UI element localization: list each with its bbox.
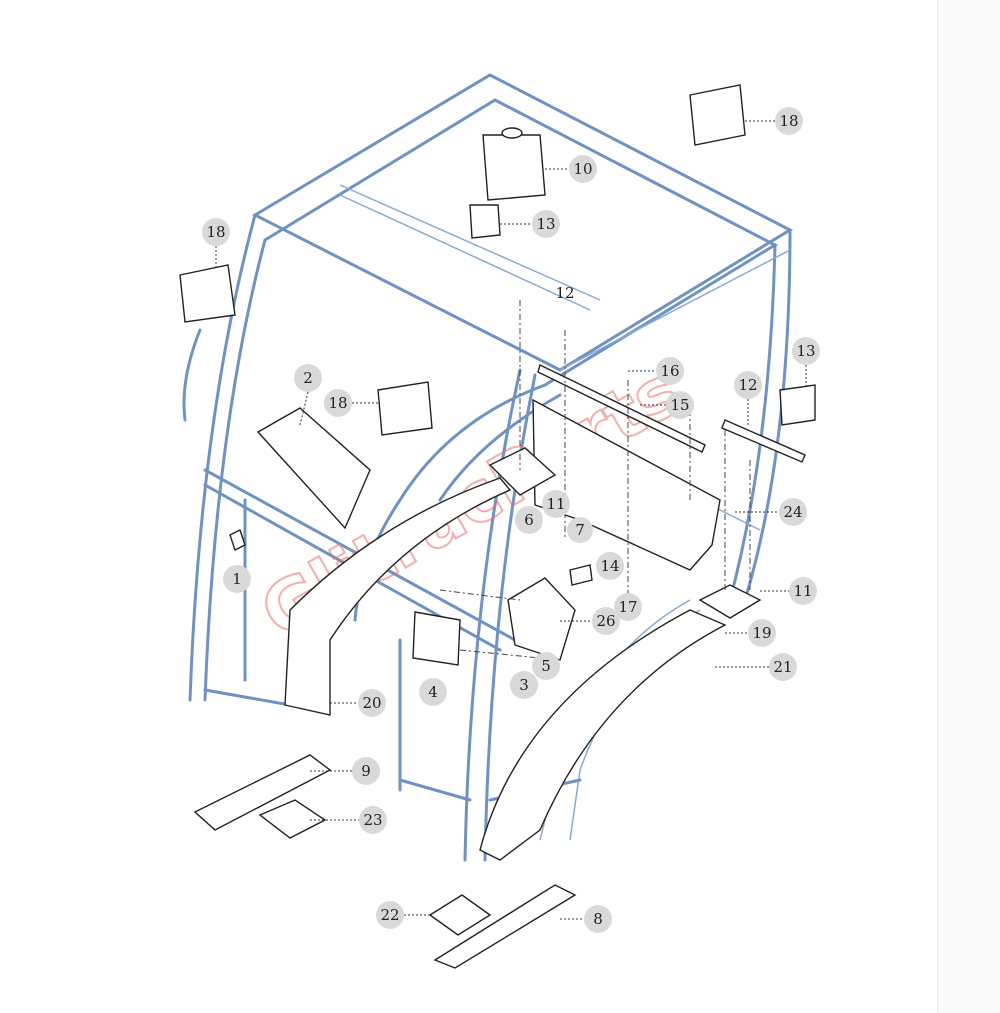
svg-text:11: 11 bbox=[793, 582, 812, 600]
plate-11-right bbox=[698, 584, 762, 619]
svg-text:15: 15 bbox=[670, 396, 689, 414]
svg-text:24: 24 bbox=[783, 503, 802, 521]
leader-lines bbox=[215, 120, 807, 920]
svg-text:2: 2 bbox=[303, 369, 313, 387]
callout-18: 18 bbox=[324, 389, 352, 417]
callout-3: 3 bbox=[510, 671, 538, 699]
sunvisor-2 bbox=[256, 407, 371, 530]
svg-text:20: 20 bbox=[362, 694, 381, 712]
callout-13: 13 bbox=[532, 210, 560, 238]
work-light-13-right bbox=[779, 384, 816, 426]
box-3 bbox=[507, 577, 576, 661]
fender-20 bbox=[284, 477, 512, 716]
mat-22 bbox=[428, 894, 492, 936]
callout-11: 11 bbox=[789, 577, 817, 605]
svg-text:17: 17 bbox=[618, 598, 637, 616]
svg-text:12: 12 bbox=[555, 284, 574, 302]
plate-11 bbox=[488, 447, 557, 496]
svg-text:19: 19 bbox=[752, 624, 771, 642]
callout-7: 7 bbox=[567, 517, 593, 543]
svg-text:6: 6 bbox=[524, 511, 534, 529]
work-light-18-top-right bbox=[689, 84, 746, 146]
panel-14 bbox=[532, 398, 721, 571]
clip-1 bbox=[229, 529, 246, 551]
svg-text:23: 23 bbox=[363, 811, 382, 829]
svg-text:18: 18 bbox=[206, 223, 225, 241]
mat-23 bbox=[258, 799, 327, 839]
svg-text:13: 13 bbox=[796, 342, 815, 360]
callout-18: 18 bbox=[775, 107, 803, 135]
svg-text:16: 16 bbox=[660, 362, 679, 380]
callout-26: 26 bbox=[592, 607, 620, 635]
svg-text:3: 3 bbox=[519, 676, 529, 694]
cover-4 bbox=[412, 611, 461, 666]
washer-tank-10 bbox=[482, 134, 546, 201]
callout-10: 10 bbox=[569, 155, 597, 183]
svg-text:8: 8 bbox=[593, 910, 603, 928]
callout-4: 4 bbox=[419, 678, 447, 706]
callout-12: 12 bbox=[555, 284, 574, 302]
work-light-18-left bbox=[179, 264, 236, 323]
parts bbox=[179, 84, 816, 969]
callout-17: 17 bbox=[614, 593, 642, 621]
svg-text:4: 4 bbox=[428, 683, 438, 701]
callout-12: 12 bbox=[734, 371, 762, 399]
callout-15: 15 bbox=[666, 391, 694, 419]
svg-text:14: 14 bbox=[600, 557, 619, 575]
page-margin bbox=[937, 0, 1000, 1013]
callout-1: 1 bbox=[223, 565, 251, 593]
svg-text:9: 9 bbox=[361, 762, 371, 780]
svg-text:5: 5 bbox=[541, 657, 551, 675]
callout-9: 9 bbox=[352, 757, 380, 785]
callout-19: 19 bbox=[748, 619, 776, 647]
svg-text:21: 21 bbox=[773, 658, 792, 676]
bracket-12 bbox=[721, 419, 806, 463]
callout-24: 24 bbox=[779, 498, 807, 526]
work-light-13-top bbox=[469, 204, 501, 239]
callout-16: 16 bbox=[656, 357, 684, 385]
cab-frame bbox=[182, 73, 794, 862]
svg-text:13: 13 bbox=[536, 215, 555, 233]
callout-13: 13 bbox=[792, 337, 820, 365]
callout-14: 14 bbox=[596, 552, 624, 580]
svg-text:26: 26 bbox=[596, 612, 615, 630]
callout-11: 11 bbox=[542, 490, 570, 518]
mat-8 bbox=[433, 884, 577, 969]
callout-5: 5 bbox=[532, 652, 560, 680]
callout-18: 18 bbox=[202, 218, 230, 246]
svg-text:22: 22 bbox=[380, 906, 399, 924]
svg-text:7: 7 bbox=[575, 521, 585, 539]
bracket-15 bbox=[537, 364, 706, 453]
svg-text:1: 1 bbox=[232, 570, 242, 588]
svg-text:18: 18 bbox=[328, 394, 347, 412]
callout-23: 23 bbox=[359, 806, 387, 834]
svg-text:18: 18 bbox=[779, 112, 798, 130]
pin-7 bbox=[569, 564, 593, 586]
callout-8: 8 bbox=[584, 905, 612, 933]
callout-20: 20 bbox=[358, 689, 386, 717]
mat-9 bbox=[193, 754, 332, 831]
work-light-18-mid bbox=[377, 381, 433, 436]
svg-text:10: 10 bbox=[573, 160, 592, 178]
callout-22: 22 bbox=[376, 901, 404, 929]
callout-21: 21 bbox=[769, 653, 797, 681]
callout-6: 6 bbox=[515, 506, 543, 534]
svg-text:12: 12 bbox=[738, 376, 757, 394]
fender-19 bbox=[479, 609, 727, 861]
svg-text:11: 11 bbox=[546, 495, 565, 513]
callout-2: 2 bbox=[294, 364, 322, 392]
